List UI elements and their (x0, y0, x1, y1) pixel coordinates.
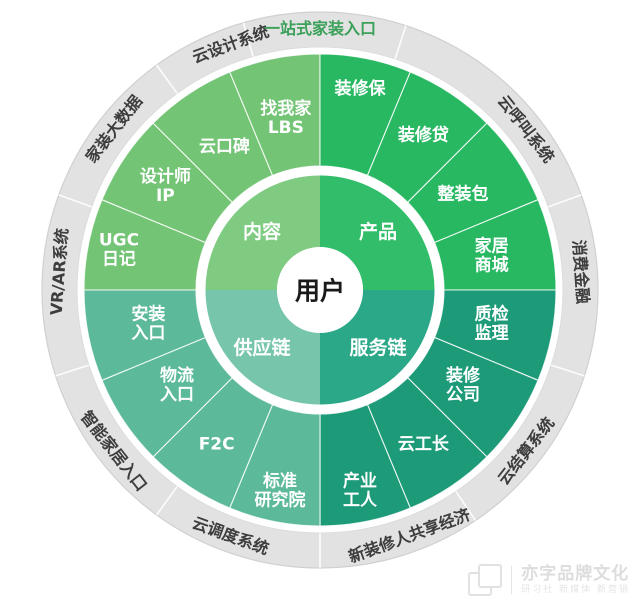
separator-circle (198, 168, 442, 412)
inner-quadrant-product[interactable] (320, 172, 438, 290)
center-node: 用户 (277, 247, 363, 333)
outer-ring-label-3[interactable]: 消费金融 (569, 239, 592, 304)
outer-ring-divider-2 (548, 194, 582, 208)
center-circle (277, 247, 363, 333)
inner-quadrant-label-content: 内容 (243, 220, 281, 243)
watermark-text: 亦字品牌文化 研习社 新媒体 新营销 (521, 564, 630, 595)
outer-ring-label-1[interactable]: 一站式家装入口 (264, 19, 376, 38)
outer-ring-divider-6 (155, 486, 178, 516)
inner-quadrant-ring (202, 172, 438, 408)
outer-ring-dividers (55, 22, 585, 568)
watermark-squares-icon (468, 564, 503, 596)
watermark: 亦字品牌文化 研习社 新媒体 新营销 (468, 564, 630, 596)
middle-ring (83, 53, 557, 527)
outer-ring-divider-7 (55, 364, 90, 377)
inner-quadrant-label-product: 产品 (359, 220, 397, 243)
watermark-name: 亦字品牌文化 (521, 564, 630, 585)
inner-quadrant-label-service: 服务链 (349, 336, 406, 359)
middle-segment-supply-4[interactable] (83, 289, 207, 382)
outer-ring-divider-8 (58, 194, 92, 208)
watermark-subtitle: 研习社 新媒体 新营销 (521, 584, 630, 595)
white-separator-ring (198, 168, 442, 412)
outer-ring-divider-4 (455, 491, 477, 521)
outer-ring-divider-3 (550, 364, 585, 377)
inner-quadrant-service[interactable] (320, 290, 438, 408)
inner-quadrant-label-supply: 供应链 (233, 336, 291, 359)
watermark-divider (511, 566, 513, 594)
inner-quadrant-supply[interactable] (202, 290, 320, 408)
outer-ring-divider-9 (155, 64, 178, 94)
outer-ring-divider-10 (242, 22, 254, 57)
inner-quadrant-content[interactable] (202, 172, 320, 290)
center-label: 用户 (295, 277, 345, 306)
outer-ring-divider-1 (394, 25, 407, 60)
